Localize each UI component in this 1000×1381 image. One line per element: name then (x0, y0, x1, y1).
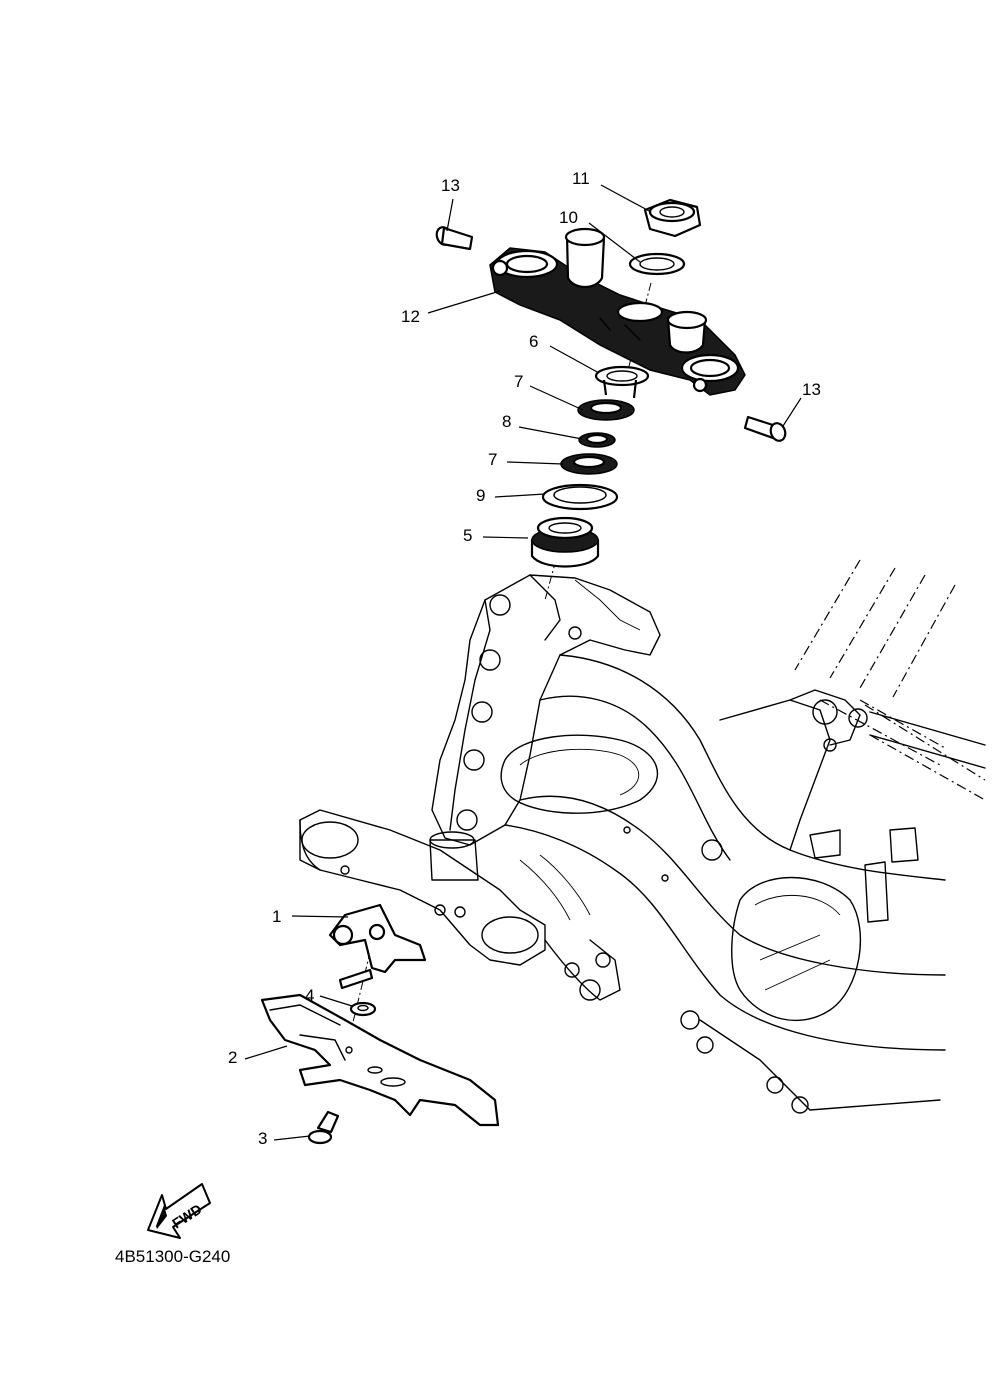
callout-8: 8 (502, 412, 511, 431)
steering-nut-part (643, 198, 702, 238)
forward-arrow-icon: FWD (147, 1183, 211, 1239)
callout-10: 10 (559, 208, 578, 227)
callout-4: 4 (305, 986, 314, 1005)
callout-3: 3 (258, 1129, 267, 1148)
ring-nut-upper-part (577, 399, 635, 421)
callout-9: 9 (476, 486, 485, 505)
callout-7-lower: 7 (488, 450, 497, 469)
lower-bracket (299, 809, 546, 966)
motorcycle-frame (431, 559, 986, 1114)
lock-washer-part (594, 365, 650, 399)
callout-1: 1 (272, 907, 281, 926)
callout-12: 12 (401, 307, 420, 326)
washer-part (628, 252, 686, 276)
nut-part (349, 1001, 377, 1017)
bolt-right-part (743, 415, 787, 442)
dust-seal-part (541, 483, 619, 511)
callout-5: 5 (463, 526, 472, 545)
callout-2: 2 (228, 1048, 237, 1067)
callout-6: 6 (529, 332, 538, 351)
ring-nut-lower-part (560, 453, 618, 475)
bracket-part (328, 903, 427, 990)
drawing-code: 4B51300-G240 (115, 1247, 230, 1266)
screw-part (307, 1110, 340, 1145)
callout-13-top: 13 (441, 176, 460, 195)
callout-7-upper: 7 (514, 372, 523, 391)
upper-bracket-part (489, 227, 746, 396)
rubber-washer-part (578, 432, 616, 448)
leader-lines (244, 184, 802, 1141)
bolt-left-part (435, 226, 474, 251)
assembly-axis-stem (544, 544, 561, 601)
callout-13-right: 13 (802, 380, 821, 399)
bearing-part (530, 516, 600, 568)
callout-11: 11 (572, 169, 590, 188)
cover-plate-part (260, 993, 500, 1127)
